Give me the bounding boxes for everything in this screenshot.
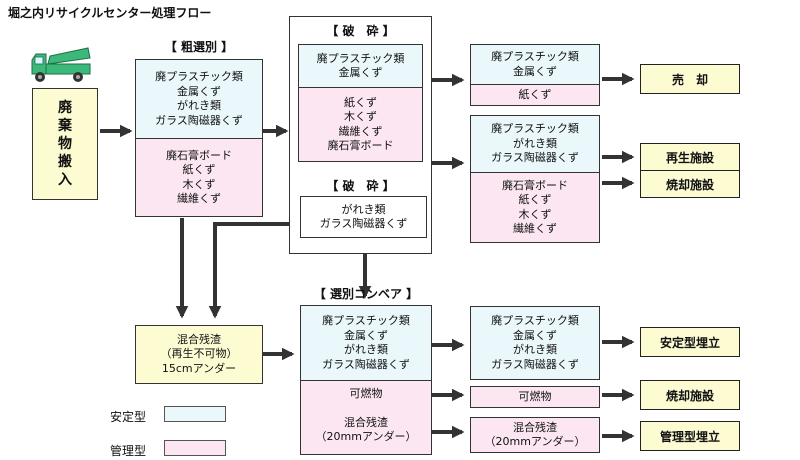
mixed-residue-text: 混合残渣 （再生不可物） 15cmアンダー [136,326,262,383]
item-text: 混合残渣 [513,420,557,434]
crush2-items: がれき類 ガラス陶磁器くず [301,197,426,237]
item-text: （20mmアンダー） [315,430,417,443]
crush1-managed: 紙くず 木くず 繊維くず 廃石膏ボード [299,88,422,161]
item-text: 15cmアンダー [161,361,237,375]
crush2-label: 【 破 砕 】 [326,179,395,193]
item-text: ガラス陶磁器くず [319,217,408,230]
intake-char: 棄 [58,118,72,134]
item-text: 金属くず [513,64,557,78]
item-text: 廃石膏ボード [502,178,568,192]
item-text: がれき類 [344,343,388,356]
item-text: 廃プラスチック類 [155,70,243,83]
item-text: 金属くず [344,328,388,342]
item-text: （再生不可物） [160,347,238,361]
output-incineration-facility: 焼却施設 [640,170,740,198]
item-text: がれき類 [513,136,557,150]
item-text: 繊維くず [177,192,221,205]
divider [471,172,599,173]
item-text: がれき類 [177,99,221,112]
item-text: 紙くず [518,87,552,101]
intake-box: 廃 棄 物 搬 入 [32,88,98,200]
item-text: 廃プラスチック類 [491,314,579,327]
item-text: 廃プラスチック類 [491,50,579,63]
item-text: 紙くず [518,193,552,206]
divider [301,380,431,381]
crush2-box: がれき類 ガラス陶磁器くず [300,196,427,238]
item-text: 廃プラスチック類 [316,51,405,65]
item-text: 紙くず [182,163,216,176]
mixed-residue-box: 混合残渣 （再生不可物） 15cmアンダー [135,325,263,384]
crush1-label: 【 破 砕 】 [326,24,395,38]
conveyor-managed: 可燃物 混合残渣 （20mmアンダー） [301,381,431,454]
item-text: 廃石膏ボード [166,148,232,162]
item-text: 紙くず [344,95,377,109]
item-text: 木くず [182,177,216,191]
item-text: ガラス陶磁器くず [155,113,243,127]
crush1-box: 廃プラスチック類 金属くず 紙くず 木くず 繊維くず 廃石膏ボード [298,44,423,162]
output-managed-landfill: 管理型埋立 [640,421,740,451]
legend-stable-swatch [164,406,226,422]
item-text: 金属くず [338,66,383,79]
legend-stable-label: 安定型 [110,410,147,424]
page-title: 堀之内リサイクルセンター処理フロー [8,6,212,20]
recycle-group-managed: 廃石膏ボード 紙くず 木くず 繊維くず [471,173,599,242]
arrow-crush2-to-residue [208,222,298,319]
crush1-stable: 廃プラスチック類 金属くず [299,45,422,87]
sale-group-box: 廃プラスチック類 金属くず 紙くず [470,44,600,106]
output-recycle-facility: 再生施設 [640,143,740,171]
rough-sort-box: 廃プラスチック類 金属くず がれき類 ガラス陶磁器くず 廃石膏ボード 紙くず 木… [135,59,263,217]
item-text: （20mmアンダー） [484,435,586,448]
dump-truck-icon [31,47,91,82]
conv-out-residue-box: 混合残渣 （20mmアンダー） [470,417,600,453]
conv-out-combustible-items: 可燃物 [471,387,599,407]
item-text: 廃石膏ボード [327,139,394,152]
item-text: 繊維くず [513,222,557,235]
item-text: 金属くず [513,328,557,342]
item-text: ガラス陶磁器くず [322,357,410,371]
item-text: 木くず [518,207,552,221]
item-text: 繊維くず [338,124,383,138]
intake-char: 廃 [58,100,72,116]
item-text: がれき類 [513,343,557,356]
rough-sort-label: 【 粗選別 】 [164,40,234,54]
item-text: 金属くず [177,84,221,98]
item-text: ガラス陶磁器くず [491,151,579,165]
intake-char: 入 [58,172,72,188]
sale-group-managed: 紙くず [471,85,599,105]
divider [471,84,599,85]
item-text: 可燃物 [518,389,552,403]
legend-managed-label: 管理型 [110,444,147,458]
conveyor-stable: 廃プラスチック類 金属くず がれき類 ガラス陶磁器くず [301,306,431,380]
intake-char: 搬 [58,154,72,170]
output-incineration-facility-2: 焼却施設 [640,380,740,410]
item-text: 木くず [344,110,377,123]
conv-out-stable-items: 廃プラスチック類 金属くず がれき類 ガラス陶磁器くず [471,307,599,379]
item-text: 混合残渣 [344,415,388,429]
item-text: 可燃物 [349,387,383,400]
item-text: 廃プラスチック類 [491,122,579,136]
item-text: 混合残渣 [177,332,221,346]
sale-group-stable: 廃プラスチック類 金属くず [471,45,599,84]
conv-out-residue-items: 混合残渣 （20mmアンダー） [471,418,599,452]
conv-out-stable-box: 廃プラスチック類 金属くず がれき類 ガラス陶磁器くず [470,306,600,380]
legend-managed-swatch [164,440,226,456]
divider [299,87,422,88]
conv-out-combustible-box: 可燃物 [470,386,600,408]
conveyor-box: 廃プラスチック類 金属くず がれき類 ガラス陶磁器くず 可燃物 混合残渣 （20… [300,305,432,455]
recycle-group-box: 廃プラスチック類 がれき類 ガラス陶磁器くず 廃石膏ボード 紙くず 木くず 繊維… [470,115,600,243]
conveyor-label: 【 選別コンベア 】 [313,287,419,301]
recycle-group-stable: 廃プラスチック類 がれき類 ガラス陶磁器くず [471,116,599,172]
rough-sort-managed: 廃石膏ボード 紙くず 木くず 繊維くず [136,139,262,216]
intake-char: 物 [58,136,72,152]
output-stable-landfill: 安定型埋立 [640,327,740,357]
item-text: がれき類 [341,202,386,216]
item-text: ガラス陶磁器くず [491,357,579,371]
output-sale: 売 却 [640,64,740,94]
divider [136,138,262,139]
item-text: 廃プラスチック類 [322,314,410,327]
rough-sort-stable: 廃プラスチック類 金属くず がれき類 ガラス陶磁器くず [136,60,262,138]
